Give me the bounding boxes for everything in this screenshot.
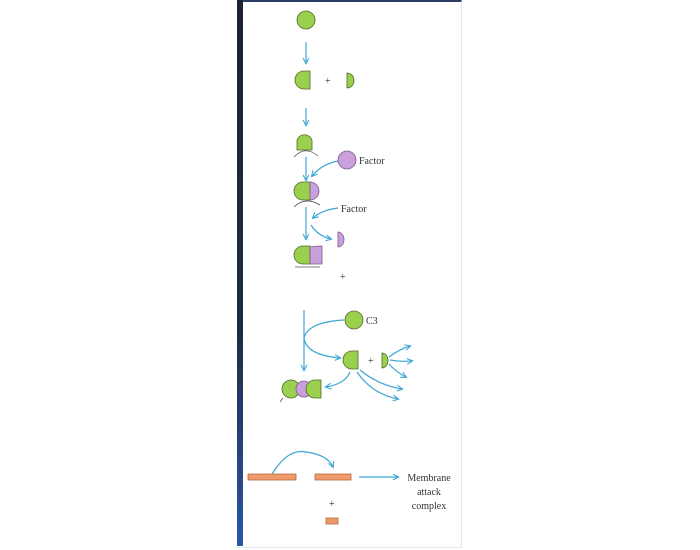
membrane-tick (279, 397, 284, 403)
c3-molecule-2 (344, 310, 364, 330)
c5a-bar (325, 517, 339, 525)
c3-label: C3 (366, 316, 378, 327)
fan-arrow (388, 346, 410, 358)
factor-label-1: Factor (359, 156, 385, 167)
fan-arrow (359, 369, 402, 389)
convertase-green (293, 245, 311, 265)
labels: + Factor Factor + C3 + + Membrane attack… (325, 76, 451, 512)
factor-arrow-1 (312, 160, 339, 176)
mac-label-1: Membrane (407, 473, 451, 484)
fragment-large (294, 70, 311, 90)
molecules (247, 10, 389, 525)
c3-arrow (303, 319, 345, 358)
mac-label-2: attack (417, 487, 441, 498)
bound-fragment (296, 134, 313, 151)
membrane-arc (293, 200, 321, 208)
factor-molecule (337, 150, 357, 170)
complex-c-green-2 (305, 379, 322, 399)
arc-arrow (271, 450, 333, 475)
diagram-frame (237, 0, 462, 548)
plus-4: + (329, 499, 335, 510)
membrane-arc (293, 150, 319, 158)
fragment-small-2 (381, 352, 389, 369)
c5b-bar (314, 473, 352, 481)
convertase-purple (309, 245, 323, 265)
mac-label-3: complex (412, 501, 446, 512)
plus-2: + (340, 272, 346, 283)
fan-arrow (389, 360, 412, 361)
c3-molecule (296, 10, 316, 30)
plus-1: + (325, 76, 331, 87)
fragment-small (346, 72, 355, 89)
plus-3: + (368, 356, 374, 367)
fan-arrow (356, 371, 398, 399)
cleave-arrow (310, 224, 331, 239)
fan-arrow (388, 363, 406, 377)
fan-arrow (326, 371, 351, 387)
complex-purple (309, 181, 320, 201)
frame-edge (237, 0, 243, 546)
factor-fragment (337, 231, 345, 248)
fragment-large-2 (342, 350, 359, 370)
arrows (271, 42, 412, 477)
c5-bar (247, 473, 297, 481)
factor-arrow-2 (313, 207, 339, 218)
complex-green (293, 181, 311, 201)
factor-label-2: Factor (341, 204, 367, 215)
